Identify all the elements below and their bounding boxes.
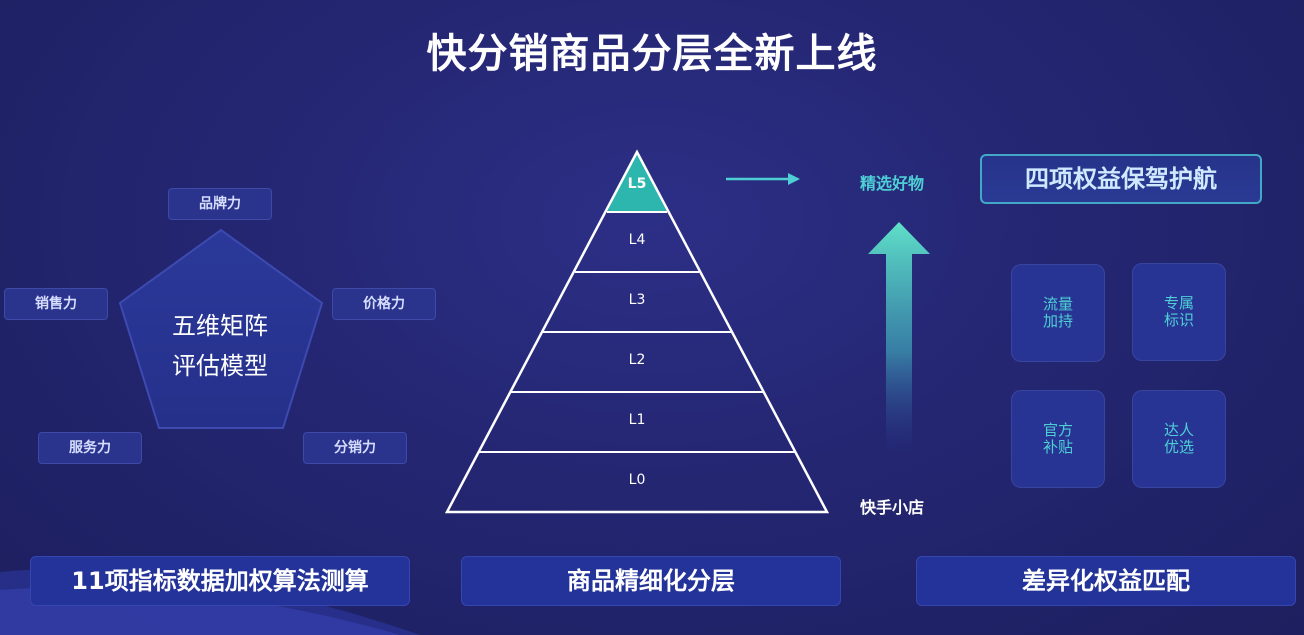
benefit-card-line: 优选 [1163,438,1194,456]
pyramid-tier-l5-fill [607,152,667,212]
pyramid [444,149,830,514]
bottom-button-layering[interactable]: 商品精细化分层 [461,556,841,606]
page-title: 快分销商品分层全新上线 [426,31,878,77]
benefit-card-line: 流量 [1042,295,1073,313]
benefit-card-line: 官方 [1042,421,1073,439]
tier-l4: L4 [628,232,646,248]
benefit-card-creator: 达人 优选 [1132,390,1226,488]
bottom-button-algorithm[interactable]: 11项指标数据加权算法测算 [30,556,410,606]
tier-l1: L1 [628,412,646,428]
label-service: 服务力 [38,432,142,464]
tier-l0: L0 [628,472,646,488]
benefits-title: 四项权益保驾护航 [980,154,1262,204]
pentagon-center-text: 五维矩阵 评估模型 [150,306,290,386]
pentagon-line-2: 评估模型 [172,352,268,380]
benefit-card-subsidy: 官方 补贴 [1011,390,1105,488]
label-sales: 销售力 [4,288,108,320]
label-price: 价格力 [332,288,436,320]
benefit-card-line: 补贴 [1042,438,1073,456]
tier-l3: L3 [628,292,646,308]
tier-l2: L2 [628,352,646,368]
benefit-card-line: 专属 [1163,294,1194,312]
pentagon-shape [118,228,324,429]
benefit-card-traffic: 流量 加持 [1011,264,1105,362]
benefit-card-badge: 专属 标识 [1132,263,1226,361]
tier-l5: L5 [627,176,647,192]
label-distribution: 分销力 [303,432,407,464]
label-brand: 品牌力 [168,188,272,220]
up-arrow-icon [868,222,930,458]
right-arrow-icon [726,173,800,185]
benefit-card-line: 标识 [1163,311,1194,329]
benefit-card-line: 达人 [1163,421,1194,439]
bottom-button-benefits[interactable]: 差异化权益匹配 [916,556,1296,606]
pentagon-line-1: 五维矩阵 [172,312,268,340]
label-selected-goods: 精选好物 [860,174,925,193]
label-kuaishou-store: 快手小店 [860,498,925,517]
benefit-card-line: 加持 [1042,312,1073,330]
